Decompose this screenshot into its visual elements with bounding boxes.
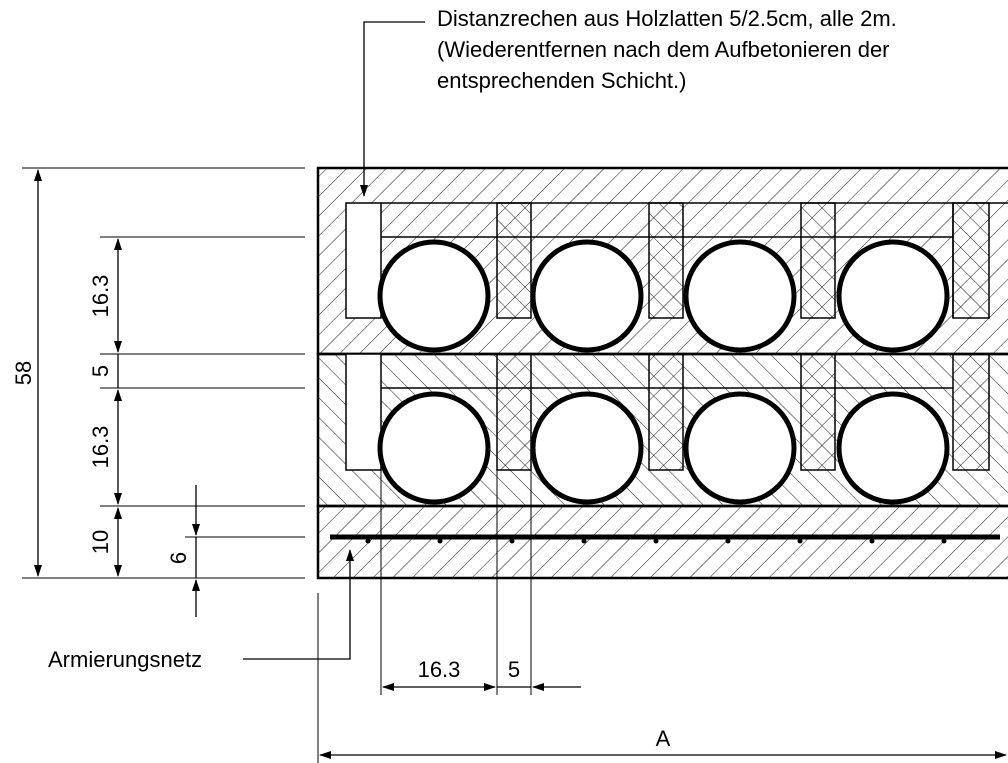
pipe [530, 239, 644, 353]
extension-lines [22, 167, 532, 763]
pipe-row-lower [377, 391, 950, 505]
leader-lines [243, 21, 425, 660]
pipe-row-upper [377, 239, 950, 353]
dim-label-rebar-cover: 6 [166, 552, 191, 564]
dim-label-spacer-width: 5 [508, 657, 520, 682]
dim-label-lower-layer: 16.3 [88, 426, 113, 469]
dim-label-pipe-width: 16.3 [418, 657, 461, 682]
pipe [836, 239, 950, 353]
spacer-note-line-1: Distanzrechen aus Holzlatten 5/2.5cm, al… [437, 6, 897, 31]
reinforcement-label: Armierungsnetz [48, 647, 202, 672]
dim-label-spacer-layer: 5 [88, 365, 113, 377]
dimension-lines [34, 169, 1007, 759]
base-slab-layer [316, 504, 1008, 580]
dim-label-base-slab: 10 [88, 530, 113, 554]
pipe [530, 391, 644, 505]
pipe [683, 239, 797, 353]
spacer-note-line-3: entsprechenden Schicht.) [437, 68, 687, 93]
pipe [836, 391, 950, 505]
spacer-note: Distanzrechen aus Holzlatten 5/2.5cm, al… [437, 3, 897, 96]
reinforcement-leader [243, 549, 354, 660]
reinforcement-mesh [330, 534, 1000, 544]
pipe [683, 391, 797, 505]
dim-label-upper-layer: 16.3 [88, 275, 113, 318]
dim-label-overall-width: A [656, 726, 671, 751]
pipe [377, 239, 491, 353]
pipe [377, 391, 491, 505]
dim-label-total-height: 58 [11, 361, 36, 385]
spacer-racks [345, 202, 1008, 471]
spacer-note-line-2: (Wiederentfernen nach dem Aufbetonieren … [437, 37, 890, 62]
spacer-note-leader [360, 21, 425, 197]
